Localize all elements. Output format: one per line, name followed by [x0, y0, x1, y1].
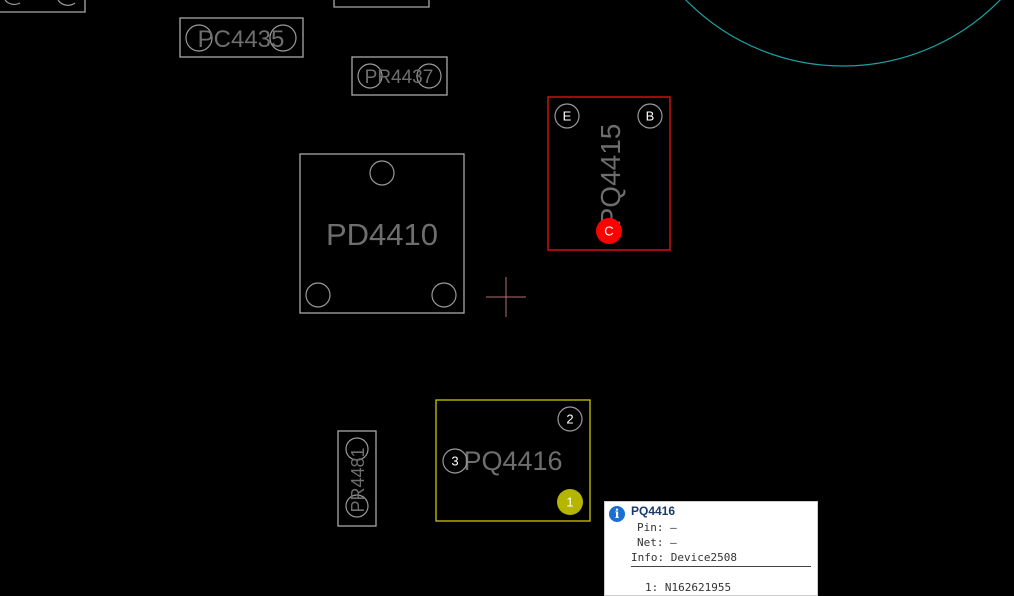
- svg-text:C: C: [604, 224, 613, 239]
- tooltip-net-list-item: 1: N162621955: [645, 581, 732, 594]
- svg-text:2: 2: [566, 412, 573, 427]
- svg-text:PD4410: PD4410: [326, 217, 438, 252]
- svg-text:B: B: [646, 109, 655, 124]
- tooltip-title: PQ4416: [631, 504, 676, 518]
- svg-text:3: 3: [451, 454, 458, 469]
- partial-component-topleft[interactable]: [0, 0, 86, 13]
- board-arc: [685, 0, 1001, 67]
- tooltip-pin-row: Pin: —: [637, 521, 677, 534]
- tooltip-net-row: Net: —: [637, 536, 677, 549]
- component-pq4415[interactable]: PQ4415 E B C: [547, 96, 671, 251]
- component-pd4410[interactable]: PD4410: [299, 153, 465, 314]
- component-info-tooltip: i PQ4416 Pin: — Net: — Info: Device2508 …: [604, 501, 818, 596]
- svg-text:PR4437: PR4437: [365, 67, 434, 88]
- svg-text:PQ4416: PQ4416: [463, 446, 562, 476]
- tooltip-divider: [631, 566, 811, 567]
- svg-text:E: E: [563, 109, 572, 124]
- svg-text:PQ4415: PQ4415: [595, 124, 626, 227]
- component-pc4435[interactable]: PC4435: [179, 17, 304, 58]
- svg-text:PC4435: PC4435: [198, 26, 285, 53]
- crosshair-cursor: [486, 277, 526, 317]
- component-pr4481[interactable]: PR4481: [337, 430, 377, 527]
- tooltip-info-row: Info: Device2508: [631, 551, 737, 564]
- partial-component-top[interactable]: [333, 0, 430, 8]
- component-pq4416[interactable]: PQ4416 2 3 1: [435, 399, 591, 522]
- svg-text:PR4481: PR4481: [348, 447, 368, 512]
- component-pr4437[interactable]: PR4437: [351, 56, 448, 96]
- svg-text:1: 1: [566, 495, 573, 510]
- info-icon: i: [609, 506, 625, 522]
